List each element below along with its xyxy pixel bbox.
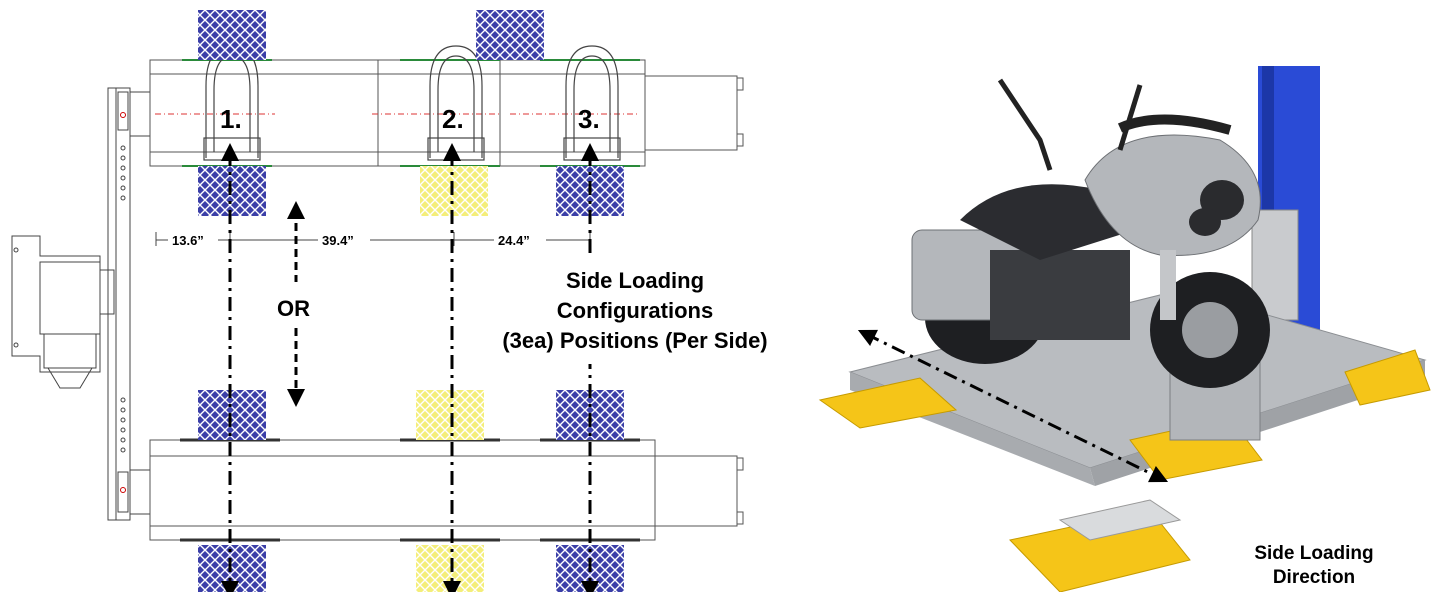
ramp-front-right [1344,349,1431,406]
motorcycle-lift-photo [818,66,1431,592]
ramp-block-bot-2 [416,545,484,592]
position-label-2: 2. [442,104,464,134]
photo-caption-line-2: Direction [1273,567,1355,588]
ramp-block-mid-1 [198,166,266,216]
or-label: OR [277,296,310,321]
dimension-label-2: 39.4” [322,233,354,248]
ramp-block-bot-1 [198,545,266,592]
ramp-block-low-1 [198,390,266,440]
wheel-chock-2 [427,45,485,161]
dimension-label-1: 13.6” [172,233,204,248]
position-label-1: 1. [220,104,242,134]
position-label-3: 3. [578,104,600,134]
lift-column-base [11,87,153,521]
photo-caption-line-1: Side Loading [1254,543,1373,564]
fuel-tank [960,184,1135,260]
ramp-block-top-2 [476,10,544,60]
ramp-block-top-1 [198,10,266,60]
config-text-backdrop [470,256,800,364]
config-line-3: (3ea) Positions (Per Side) [502,328,767,353]
config-line-1: Side Loading [566,268,704,293]
dimension-label-3: 24.4” [498,233,530,248]
loading-direction-arrow [857,329,1169,483]
bottom-platform [149,438,744,542]
config-line-2: Configurations [557,298,713,323]
engine [990,250,1130,340]
ramp-block-mid-2 [420,166,488,216]
ramp-block-low-2 [416,390,484,440]
motorcycle [911,78,1270,388]
